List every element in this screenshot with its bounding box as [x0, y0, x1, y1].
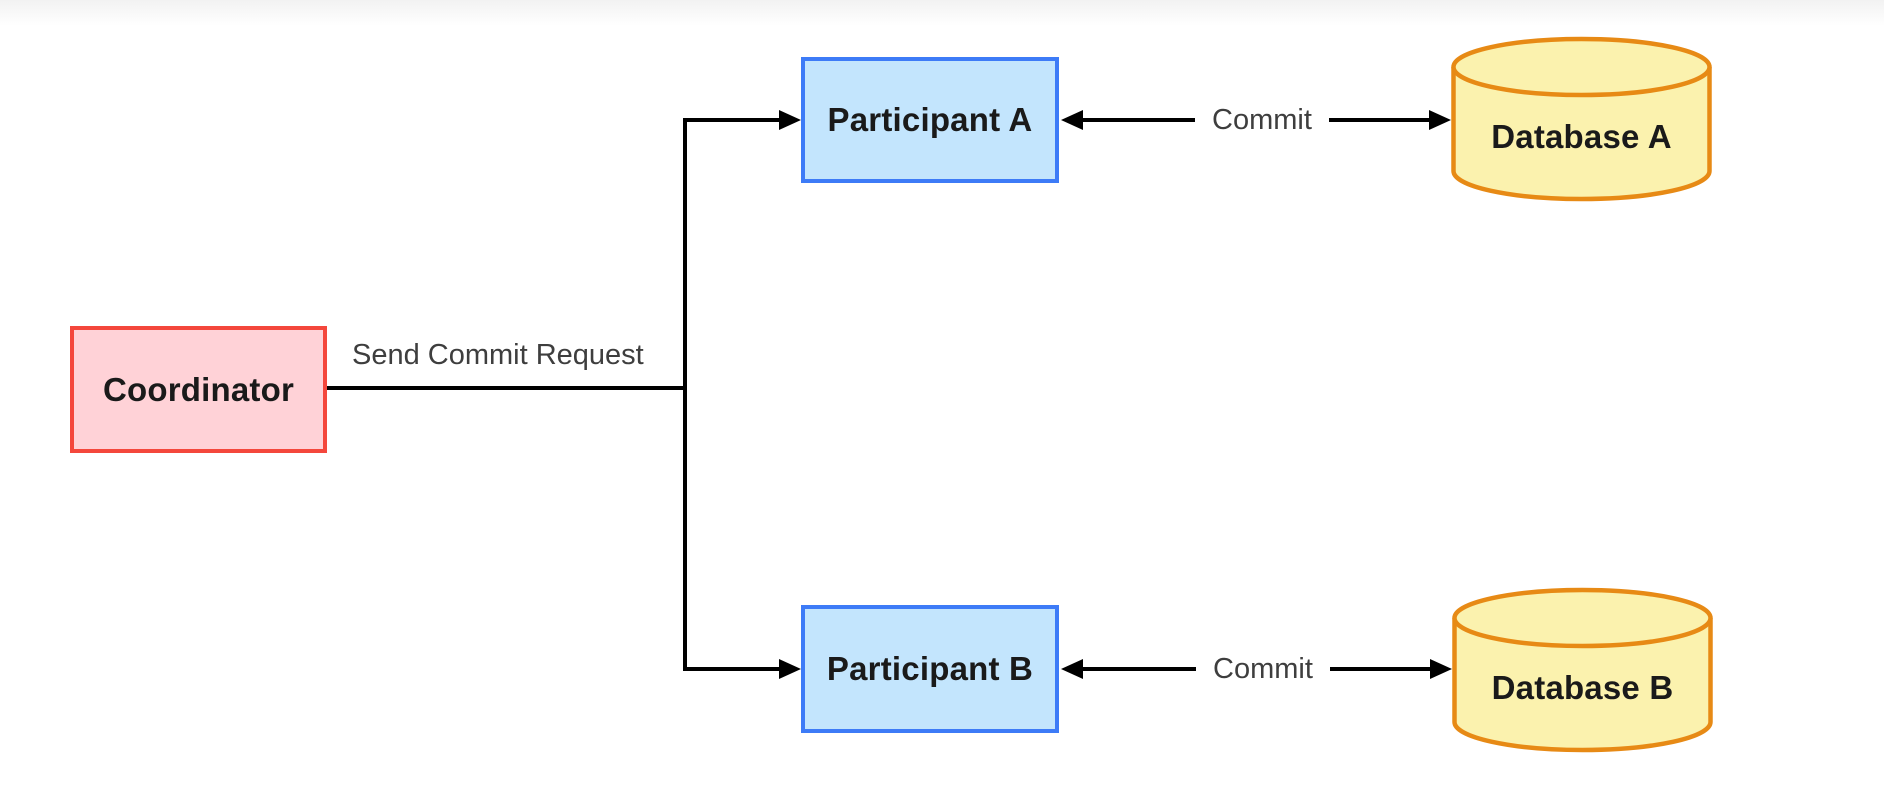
edge-label-commit-b: Commit: [1196, 649, 1330, 689]
edge-coordinator-trunk: [327, 386, 687, 390]
edge-label-send-commit-request: Send Commit Request: [352, 339, 644, 371]
node-database-b: Database B: [1452, 585, 1713, 755]
node-coordinator-label: Coordinator: [102, 370, 294, 408]
arrowhead-into-participant-b-from-db-icon: [1061, 659, 1083, 679]
database-cylinder-icon: [1452, 587, 1713, 753]
node-database-b-label: Database B: [1491, 669, 1674, 706]
node-participant-a-label: Participant A: [827, 101, 1033, 138]
node-participant-b-label: Participant B: [826, 650, 1034, 687]
arrowhead-into-participant-b-icon: [779, 659, 801, 679]
edge-label-commit-a: Commit: [1195, 100, 1329, 140]
arrowhead-into-participant-a-icon: [779, 110, 801, 130]
edge-branch-to-participant-a: [683, 118, 781, 122]
arrowhead-into-database-a-icon: [1429, 110, 1451, 130]
node-database-a-label: Database A: [1491, 118, 1672, 155]
node-participant-a: Participant A: [801, 57, 1059, 183]
page-top-shading: [0, 0, 1884, 26]
arrowhead-into-participant-a-from-db-icon: [1061, 110, 1083, 130]
node-participant-b: Participant B: [801, 605, 1059, 733]
edge-branch-vertical: [683, 118, 687, 671]
database-cylinder-icon: [1451, 36, 1712, 202]
edge-branch-to-participant-b: [683, 667, 781, 671]
arrowhead-into-database-b-icon: [1430, 659, 1452, 679]
node-database-a: Database A: [1451, 34, 1712, 204]
node-coordinator: Coordinator: [70, 326, 327, 453]
